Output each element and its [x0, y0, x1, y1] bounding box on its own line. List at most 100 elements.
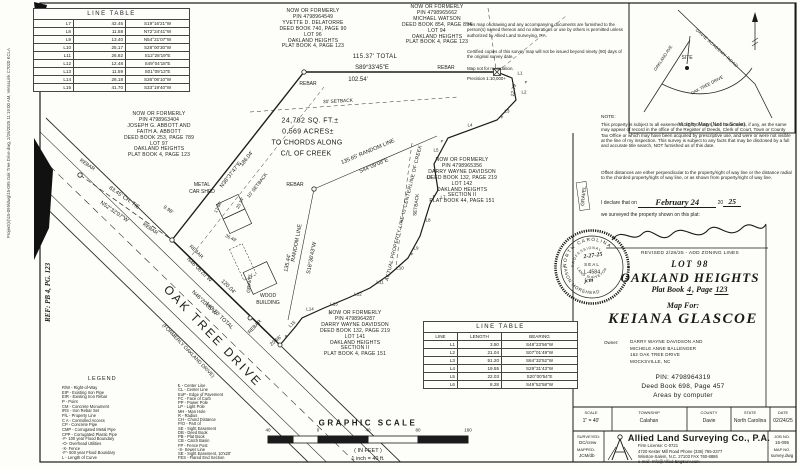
- page-label: , Page: [692, 285, 713, 294]
- table-cell: L4: [423, 364, 458, 373]
- list-item: -S- Sewer Line: [178, 446, 206, 452]
- map-label: 1 inch = 40 ft.: [351, 456, 385, 462]
- firm-name: Allied Land Surveying Co., P.A.: [627, 433, 771, 443]
- adjoiner-line: NOW OR FORMERLY: [328, 310, 382, 316]
- adjoiner-line: PIN 4798964549: [292, 13, 334, 20]
- table-cell: 12.48: [73, 59, 126, 68]
- map-label: REBAR: [299, 81, 317, 87]
- plat-reference: Plat Book 4, Page 123: [651, 285, 729, 295]
- table-cell: L15: [33, 83, 74, 92]
- table-cell: 21.04: [457, 348, 502, 357]
- list-item: CL - Center Line: [178, 387, 208, 393]
- table-cell: S01°09'13"E: [125, 67, 190, 76]
- adjoiner-line: JOSEPH G. ABBOTT AND: [127, 122, 191, 129]
- col-header-line: LINE: [423, 332, 458, 341]
- map-label: L10: [396, 265, 404, 271]
- map-label: P: [440, 138, 444, 144]
- reference-note: REF: PB 4, PG. 123: [44, 262, 52, 322]
- map-label: P: [284, 333, 288, 339]
- map-label: 102.54': [348, 77, 368, 83]
- revision-note: REVISED 2/28/25 - ADD ZONING LINES: [641, 251, 739, 256]
- map-label: 20.14': [235, 196, 245, 210]
- table-cell: L11: [33, 51, 74, 60]
- adjoiner-line: NOW OR FORMERLY: [286, 8, 340, 14]
- map-label: OAKLAND AVE: [652, 44, 674, 72]
- declaration-year: 25: [723, 197, 742, 207]
- map-label: P: [410, 251, 414, 257]
- pin-number: PIN: 4798964319: [655, 374, 711, 381]
- adjoiner-line: PLAT BOOK 4, PAGE 151: [323, 351, 387, 358]
- county-label: COUNTY: [700, 410, 718, 415]
- map-label: 115.37' TOTAL: [352, 54, 398, 60]
- firm-address1: 4720 Kester Mill Road Phone (336) 765-23…: [638, 448, 723, 454]
- list-item: SE - Sight Easement, 10'x20': [178, 451, 231, 456]
- map-label: L11: [376, 279, 384, 285]
- list-item: PB - Plat Book: [178, 434, 205, 439]
- line-table-title: LINE TABLE: [423, 321, 578, 333]
- map-label: 40: [265, 427, 271, 433]
- note-title: NOTE:: [601, 115, 616, 120]
- date-value: 02/24/25: [773, 418, 793, 424]
- table-cell: L7: [33, 19, 74, 28]
- firm-email: e-mail- Info@Allied-EngSurv.com: [638, 458, 700, 464]
- list-item: P/L - Property Line: [62, 412, 96, 418]
- vicinity-map: [643, 9, 773, 119]
- map-label: RANDOM LINE: [290, 223, 304, 263]
- firm-address2: Winston-Salem, N.C. 27103 FAX 760-8886: [638, 453, 718, 459]
- list-item: FES - Flared End Section: [178, 455, 225, 461]
- table-cell: L10: [33, 43, 74, 52]
- list-item: DARRY WAYNE DAVIDSON AND: [630, 339, 703, 344]
- list-item: C A - Controlled Access: [62, 417, 105, 423]
- col-header-bearing: BEARING: [501, 332, 578, 341]
- map-label: 135.44': [283, 253, 293, 273]
- adjoiner-line: OAKLAND HEIGHTS: [287, 37, 339, 44]
- adjoiner-line: PLAT BOOK 4, PAGE 123: [127, 152, 191, 159]
- table-cell: 22.03: [457, 372, 502, 381]
- map-label: 30' SETBACK: [322, 98, 354, 106]
- job-number-value: 15-095: [774, 440, 790, 445]
- list-item: ℄ - Center Line: [178, 383, 206, 388]
- offset-note: Offset distances are either perpendicula…: [601, 170, 792, 181]
- table-cell: L6: [423, 380, 458, 389]
- vicinity-caption: Vicinity Map (Not to Scale): [678, 122, 746, 128]
- map-label: 9.98': [161, 204, 175, 216]
- adjoiner-line: SECTION II: [447, 192, 477, 199]
- list-item: MICHELE ANNE BALLENGER: [630, 345, 697, 351]
- table-cell: L2: [423, 348, 458, 357]
- table-cell: 11.58: [73, 27, 126, 36]
- map-label: 0.569 ACRES±: [282, 128, 334, 136]
- precision-note: Precision 1:10,000+: [467, 76, 506, 81]
- adjoiner-line: YVETTE D. DELATORRE: [282, 19, 344, 26]
- surveyor-signature: [606, 223, 768, 249]
- list-item: L - Length of Curve: [62, 454, 97, 460]
- list-item: FC - Face of Curb: [178, 395, 211, 401]
- adjoiner-line: DEED BOOK 740, PAGE 90: [279, 25, 347, 32]
- owner-label: Owner:: [604, 340, 619, 345]
- surveyed-value: DC/crew: [579, 440, 597, 445]
- map-label: S89°33'45"E: [355, 65, 389, 71]
- map-label: L12: [354, 291, 362, 297]
- table-cell: L14: [33, 75, 74, 84]
- certification-note: This map or drawing and any accompanying…: [467, 22, 623, 38]
- map-label: L2: [521, 89, 527, 95]
- map-label: L1: [517, 70, 523, 76]
- panel-frame: [572, 2, 796, 462]
- table-cell: 11.59: [73, 67, 126, 76]
- table-cell: S19°16'21"W: [125, 19, 190, 28]
- list-item: EIR - Existing Iron Rebar: [62, 394, 108, 400]
- map-label: 24,782 SQ. FT.±: [281, 117, 339, 125]
- map-label: WOOD: [259, 293, 277, 299]
- list-item: P/O - Part of: [178, 421, 201, 427]
- declaration-century: 20: [717, 200, 724, 206]
